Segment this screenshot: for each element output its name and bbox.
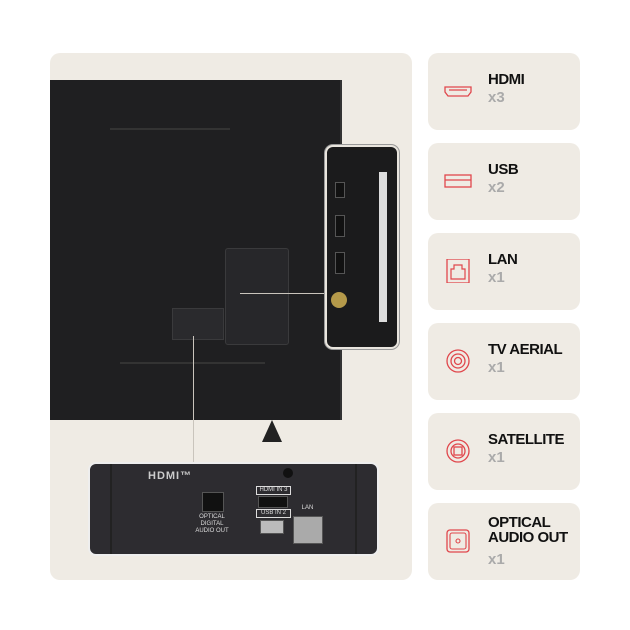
satellite-icon — [446, 439, 470, 463]
port-count: x1 — [488, 551, 505, 568]
port-card-satellite: SATELLITE x1 — [428, 413, 580, 490]
hdmi-port — [258, 496, 288, 508]
hdmi-in-label: HDMI IN 3 — [256, 486, 291, 495]
optical-port-label: OPTICAL DIGITAL AUDIO OUT — [195, 514, 229, 534]
lan-port — [293, 516, 323, 544]
side-ports-closeup — [325, 145, 399, 349]
port-name: TV AERIAL — [488, 341, 563, 358]
port-count: x3 — [488, 89, 505, 106]
port-count: x2 — [488, 179, 505, 196]
hdmi-logo: HDMI™ — [148, 470, 193, 482]
lan-label: LAN — [301, 505, 314, 511]
optical-icon — [446, 529, 470, 553]
aerial-icon — [446, 349, 470, 373]
port-card-lan: LAN x1 — [428, 233, 580, 310]
port-count: x1 — [488, 359, 505, 376]
bottom-ports-closeup: HDMI™ OPTICAL DIGITAL AUDIO OUT HDMI IN … — [88, 462, 379, 556]
port-card-tv-aerial: TV AERIAL x1 — [428, 323, 580, 400]
rear-port-area — [172, 308, 224, 340]
port-name: HDMI — [488, 71, 525, 88]
usb-in-label: USB IN 2 — [256, 509, 291, 518]
tv-rear-image: HDMI™ OPTICAL DIGITAL AUDIO OUT HDMI IN … — [50, 53, 412, 580]
tv-stand — [262, 420, 282, 442]
port-name: USB — [488, 161, 519, 178]
optical-port — [202, 492, 224, 512]
port-count: x1 — [488, 269, 505, 286]
port-count: x1 — [488, 449, 505, 466]
side-port-area — [225, 248, 289, 345]
usb-port — [260, 520, 284, 534]
port-card-hdmi: HDMI x3 — [428, 53, 580, 130]
lan-icon — [446, 259, 470, 283]
callout-line — [193, 336, 194, 462]
port-card-optical: OPTICAL AUDIO OUT x1 — [428, 503, 580, 580]
callout-line — [240, 293, 330, 294]
port-name: LAN — [488, 251, 518, 268]
port-card-usb: USB x2 — [428, 143, 580, 220]
usb-icon — [444, 174, 472, 188]
hdmi-icon — [444, 86, 472, 97]
tv-back — [50, 80, 342, 420]
port-name: OPTICAL AUDIO OUT — [488, 514, 568, 546]
port-name: SATELLITE — [488, 431, 565, 448]
